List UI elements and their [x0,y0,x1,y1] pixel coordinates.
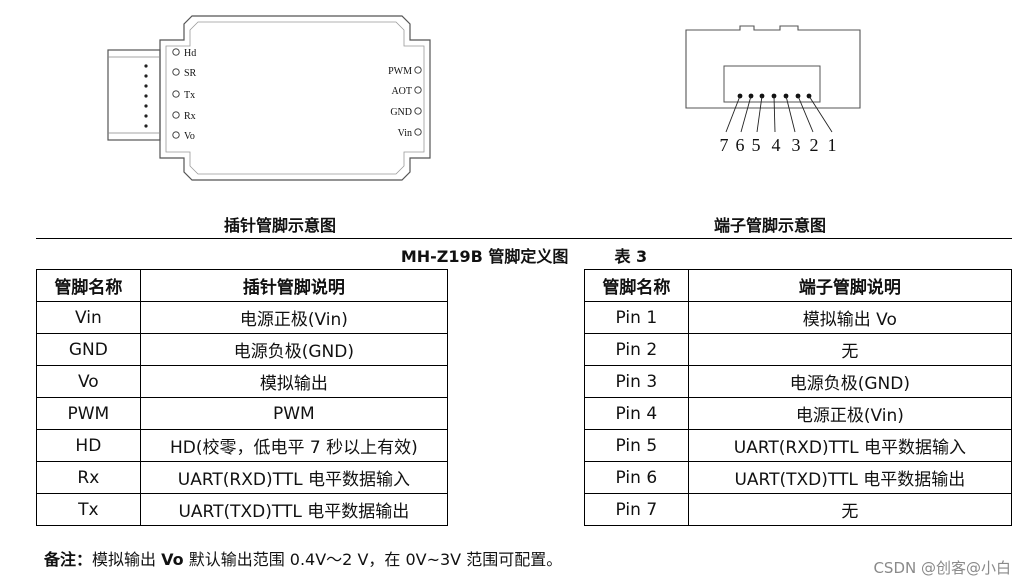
pin-label-tx: Tx [184,90,195,101]
terminal-dots [737,93,812,99]
footnote-bold: Vo [161,550,184,569]
pin-label-vo: Vo [184,131,195,142]
table-title: MH-Z19B 管脚定义图 表 3 [36,238,1012,270]
terminal-table: 管脚名称 端子管脚说明 Pin 1 模拟输出 Vo Pin 2 无 Pin 3 … [584,269,1013,526]
table-title-name: MH-Z19B 管脚定义图 [400,246,569,266]
pin-header-table: 管脚名称 插针管脚说明 Vin 电源正极(Vin) GND 电源负极(GND) … [36,269,449,526]
connector-dots [144,64,148,128]
terminal-pin-4: 4 [772,135,781,155]
pin-name-cell: Pin 1 [584,301,689,334]
pin-desc-cell: 电源正极(Vin) [139,301,449,334]
pin-desc-cell: 电源负极(GND) [139,333,449,366]
terminal-pin-5: 5 [752,135,761,155]
table-row: Pin 6 UART(TXD)TTL 电平数据输出 [584,461,1013,494]
pin-label-aot: AOT [391,86,412,97]
terminal-pin-2: 2 [810,135,819,155]
pin-desc-cell: 无 [687,333,1013,366]
footnote: 备注：模拟输出 Vo 默认输出范围 0.4V～2 V，在 0V~3V 范围可配置… [44,546,562,570]
pin-label-pwm: PWM [388,66,412,77]
pin-label-sr: SR [184,68,197,79]
pin-label-hd: Hd [184,48,196,59]
pin-header-diagram: Hd SR Tx Rx Vo PWM AOT GND Vin [107,15,431,181]
table-header-row: 管脚名称 插针管脚说明 [36,269,449,302]
header-pin-desc: 端子管脚说明 [687,269,1013,302]
table-row: Vin 电源正极(Vin) [36,301,449,334]
pin-name-cell: GND [36,333,141,366]
table-row: Pin 3 电源负极(GND) [584,365,1013,398]
table-title-number: 表 3 [614,246,648,266]
table-row: PWM PWM [36,397,449,430]
table-row: Pin 4 电源正极(Vin) [584,397,1013,430]
table-row: Pin 5 UART(RXD)TTL 电平数据输入 [584,429,1013,462]
pin-desc-cell: HD(校零，低电平 7 秒以上有效) [139,429,449,462]
header-pin-name: 管脚名称 [36,269,141,302]
header-pin-desc: 插针管脚说明 [139,269,449,302]
table-row: Rx UART(RXD)TTL 电平数据输入 [36,461,449,494]
footnote-post: 默认输出范围 0.4V～2 V，在 0V~3V 范围可配置。 [183,550,563,569]
table-row: Vo 模拟输出 [36,365,449,398]
pin-desc-cell: UART(TXD)TTL 电平数据输出 [139,493,449,526]
pin-desc-cell: UART(RXD)TTL 电平数据输入 [687,429,1013,462]
pin-name-cell: Vin [36,301,141,334]
pin-name-cell: Pin 7 [584,493,689,526]
terminal-caption: 端子管脚示意图 [713,216,826,235]
footnote-pre: 模拟输出 [92,550,162,569]
terminal-pin-7: 7 [720,135,729,155]
pin-name-cell: Pin 6 [584,461,689,494]
pin-name-cell: Pin 2 [584,333,689,366]
table-row: HD HD(校零，低电平 7 秒以上有效) [36,429,449,462]
pin-name-cell: Vo [36,365,141,398]
table-row: Pin 1 模拟输出 Vo [584,301,1013,334]
terminal-pin-1: 1 [828,135,837,155]
pin-name-cell: Pin 5 [584,429,689,462]
pin-desc-cell: 模拟输出 [139,365,449,398]
watermark: CSDN @创客@小白 [873,559,1011,577]
table-row: Pin 2 无 [584,333,1013,366]
pin-desc-cell: 电源负极(GND) [687,365,1013,398]
terminal-diagram: 7 6 5 4 3 2 1 [685,25,861,155]
table-row: Pin 7 无 [584,493,1013,526]
table-header-row: 管脚名称 端子管脚说明 [584,269,1013,302]
pin-name-cell: Tx [36,493,141,526]
terminal-pin-3: 3 [792,135,801,155]
pin-label-vin: Vin [398,128,412,139]
pin-name-cell: Pin 3 [584,365,689,398]
pin-name-cell: HD [36,429,141,462]
table-row: Tx UART(TXD)TTL 电平数据输出 [36,493,449,526]
pin-desc-cell: PWM [139,397,449,430]
pin-label-rx: Rx [184,111,196,122]
header-pin-name: 管脚名称 [584,269,689,302]
pin-name-cell: Pin 4 [584,397,689,430]
pin-desc-cell: 无 [687,493,1013,526]
pin-header-caption: 插针管脚示意图 [223,216,336,235]
terminal-pin-6: 6 [736,135,745,155]
pin-desc-cell: UART(TXD)TTL 电平数据输出 [687,461,1013,494]
pin-name-cell: Rx [36,461,141,494]
pin-desc-cell: 电源正极(Vin) [687,397,1013,430]
pin-label-gnd: GND [390,107,412,118]
pin-desc-cell: 模拟输出 Vo [687,301,1013,334]
footnote-label: 备注： [44,550,93,569]
table-row: GND 电源负极(GND) [36,333,449,366]
pin-desc-cell: UART(RXD)TTL 电平数据输入 [139,461,449,494]
pin-name-cell: PWM [36,397,141,430]
